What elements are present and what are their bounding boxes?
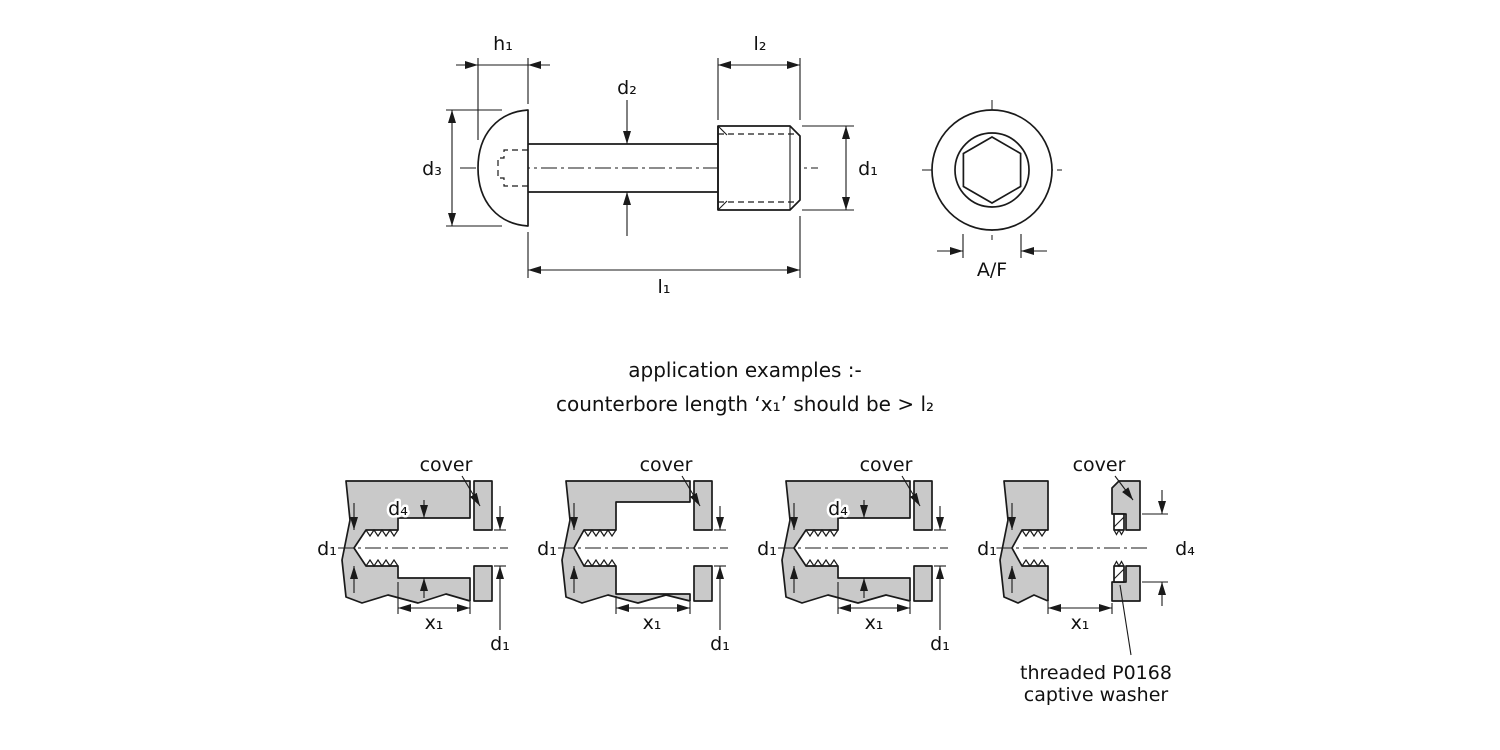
label-d4-1: d₄ — [388, 498, 408, 520]
hex-socket — [962, 136, 1022, 204]
label-h1: h₁ — [493, 33, 513, 55]
dim-d1-right-2: d₁ — [708, 506, 732, 658]
dim-d4-right-4: d₄ — [1142, 490, 1198, 606]
label-d1-left-1: d₁ — [317, 538, 337, 560]
label-x1-1: x₁ — [425, 612, 444, 634]
dim-d1-right-1: d₁ — [488, 506, 512, 658]
cover-callout-1: cover — [417, 452, 481, 507]
dim-d1-right-3: d₁ — [928, 506, 952, 658]
dim-l2: l₂ — [717, 31, 801, 120]
block-4 — [999, 480, 1049, 604]
tapped-thread-top-1 — [365, 528, 399, 538]
block-2 — [561, 480, 691, 604]
dim-d3: d₃ — [420, 109, 502, 227]
block-3 — [781, 480, 911, 604]
washer-thread-bottom — [1113, 560, 1125, 568]
note-line1: application examples :- — [628, 358, 862, 382]
label-cover-4: cover — [1073, 454, 1126, 476]
label-d4-right-4: d₄ — [1175, 538, 1195, 560]
dim-x1-3: x₁ — [837, 582, 911, 637]
label-cover-2: cover — [640, 454, 693, 476]
label-x1-4: x₁ — [1071, 612, 1090, 634]
label-d3: d₃ — [422, 158, 442, 180]
label-d1-left-4: d₁ — [977, 538, 997, 560]
tapped-thread-bottom-3 — [805, 558, 839, 568]
notes: application examples :- counterbore leng… — [556, 358, 934, 416]
thread-body — [717, 125, 801, 211]
dim-x1-4: x₁ — [1047, 602, 1113, 637]
label-l1: l₁ — [658, 276, 671, 298]
label-x1-3: x₁ — [865, 612, 884, 634]
application-example-3: d₁ d₄ cover x₁ d₁ — [755, 452, 953, 658]
tapped-thread-top-3 — [805, 528, 839, 538]
dim-h1: h₁ — [456, 31, 550, 140]
label-d1-left-2: d₁ — [537, 538, 557, 560]
note-line2: counterbore length ‘x₁’ should be > l₂ — [556, 392, 934, 416]
washer-callout: threaded P0168 captive washer — [1018, 584, 1174, 709]
dim-d1-left-4: d₁ — [975, 503, 1016, 593]
dim-d1-left-1: d₁ — [315, 503, 358, 593]
label-d1-side: d₁ — [858, 158, 878, 180]
dim-af: A/F — [937, 234, 1047, 284]
dim-d1-left-2: d₁ — [535, 503, 578, 593]
label-cover-3: cover — [860, 454, 913, 476]
washer-note-line1: threaded P0168 — [1020, 662, 1172, 684]
tapped-thread-bottom-1 — [365, 558, 399, 568]
cover-plate-1-bottom — [473, 565, 493, 602]
application-example-2: d₁ cover x₁ d₁ — [535, 452, 733, 658]
dim-d1-left-3: d₁ — [755, 503, 798, 593]
washer-leader-line — [1119, 584, 1132, 656]
dim-d1-side: d₁ — [802, 125, 880, 211]
label-af: A/F — [977, 259, 1007, 281]
block-1 — [341, 480, 471, 604]
washer-note-line2: captive washer — [1024, 684, 1169, 706]
label-d1-left-3: d₁ — [757, 538, 777, 560]
dim-x1-1: x₁ — [397, 582, 471, 637]
cover-plate-2-bottom — [693, 565, 713, 602]
dim-d4-1: d₄ — [386, 496, 428, 598]
thread-chamfer-left-bottom — [717, 200, 728, 211]
label-cover-1: cover — [420, 454, 473, 476]
tapped-thread-top-2 — [583, 528, 617, 538]
head-outer-circle — [931, 109, 1053, 231]
label-d1-right-1: d₁ — [490, 633, 510, 655]
label-d2: d₂ — [617, 77, 637, 99]
label-x1-2: x₁ — [643, 612, 662, 634]
end-view: A/F — [922, 100, 1062, 284]
cover-plate-1-top — [473, 480, 493, 531]
captive-washer — [1113, 513, 1125, 583]
cover-plate-3-bottom — [913, 565, 933, 602]
screw-head — [477, 109, 529, 227]
cover-callout-2: cover — [637, 452, 701, 507]
dim-d2: d₂ — [615, 75, 639, 236]
cover-callout-4: cover — [1070, 452, 1134, 501]
application-example-1: d₁ d₄ cover x₁ d₁ — [315, 452, 513, 658]
thread-chamfer-left-top — [717, 125, 728, 136]
side-view: h₁ l₂ d₂ d₃ d₁ — [420, 31, 881, 301]
socket-circle — [954, 132, 1030, 208]
cover-plate-3-top — [913, 480, 933, 531]
application-example-4: d₁ cover x₁ d₄ threaded P0168 captive wa… — [975, 452, 1198, 709]
cover-plate-4-top — [1111, 480, 1141, 531]
socket-hidden-lines — [497, 149, 528, 187]
washer-thread-top — [1113, 528, 1125, 536]
label-d1-right-3: d₁ — [930, 633, 950, 655]
label-l2: l₂ — [754, 33, 767, 55]
dim-d4-3: d₄ — [826, 496, 868, 598]
label-d4-3: d₄ — [828, 498, 848, 520]
label-d1-right-2: d₁ — [710, 633, 730, 655]
tapped-thread-top-4 — [1021, 528, 1047, 538]
cover-plate-4-bottom — [1111, 565, 1141, 602]
cover-plate-2-top — [693, 480, 713, 531]
dim-l1: l₁ — [527, 216, 801, 301]
tapped-thread-bottom-2 — [583, 558, 617, 568]
dim-x1-2: x₁ — [615, 596, 691, 637]
tapped-thread-bottom-4 — [1021, 558, 1047, 568]
cover-callout-3: cover — [857, 452, 921, 507]
